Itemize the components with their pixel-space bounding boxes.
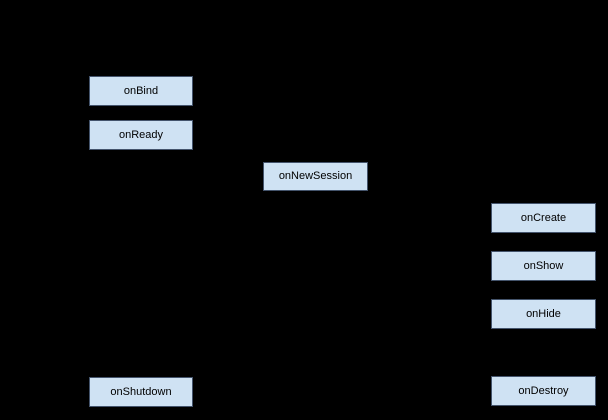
diagram-node-onshutdown: onShutdown — [89, 377, 193, 407]
diagram-node-label: onReady — [118, 128, 164, 141]
diagram-node-label: onDestroy — [518, 384, 569, 397]
diagram-node-onhide: onHide — [491, 299, 596, 329]
diagram-node-label: onNewSession — [278, 170, 353, 182]
diagram-node-label: onHide — [526, 307, 561, 320]
diagram-node-label: onShutdown — [110, 385, 172, 398]
diagram-node-onbind: onBind — [89, 76, 193, 106]
diagram-node-label: onCreate — [520, 211, 567, 224]
diagram-node-onready: onReady — [89, 120, 193, 150]
diagram-node-label: onBind — [123, 84, 159, 97]
diagram-node-ondestroy: onDestroy — [491, 376, 596, 406]
diagram-node-onshow: onShow — [491, 251, 596, 281]
diagram-node-oncreate: onCreate — [491, 203, 596, 233]
diagram-node-label: onShow — [523, 259, 564, 272]
diagram-node-onnewsession: onNewSession — [263, 162, 368, 191]
